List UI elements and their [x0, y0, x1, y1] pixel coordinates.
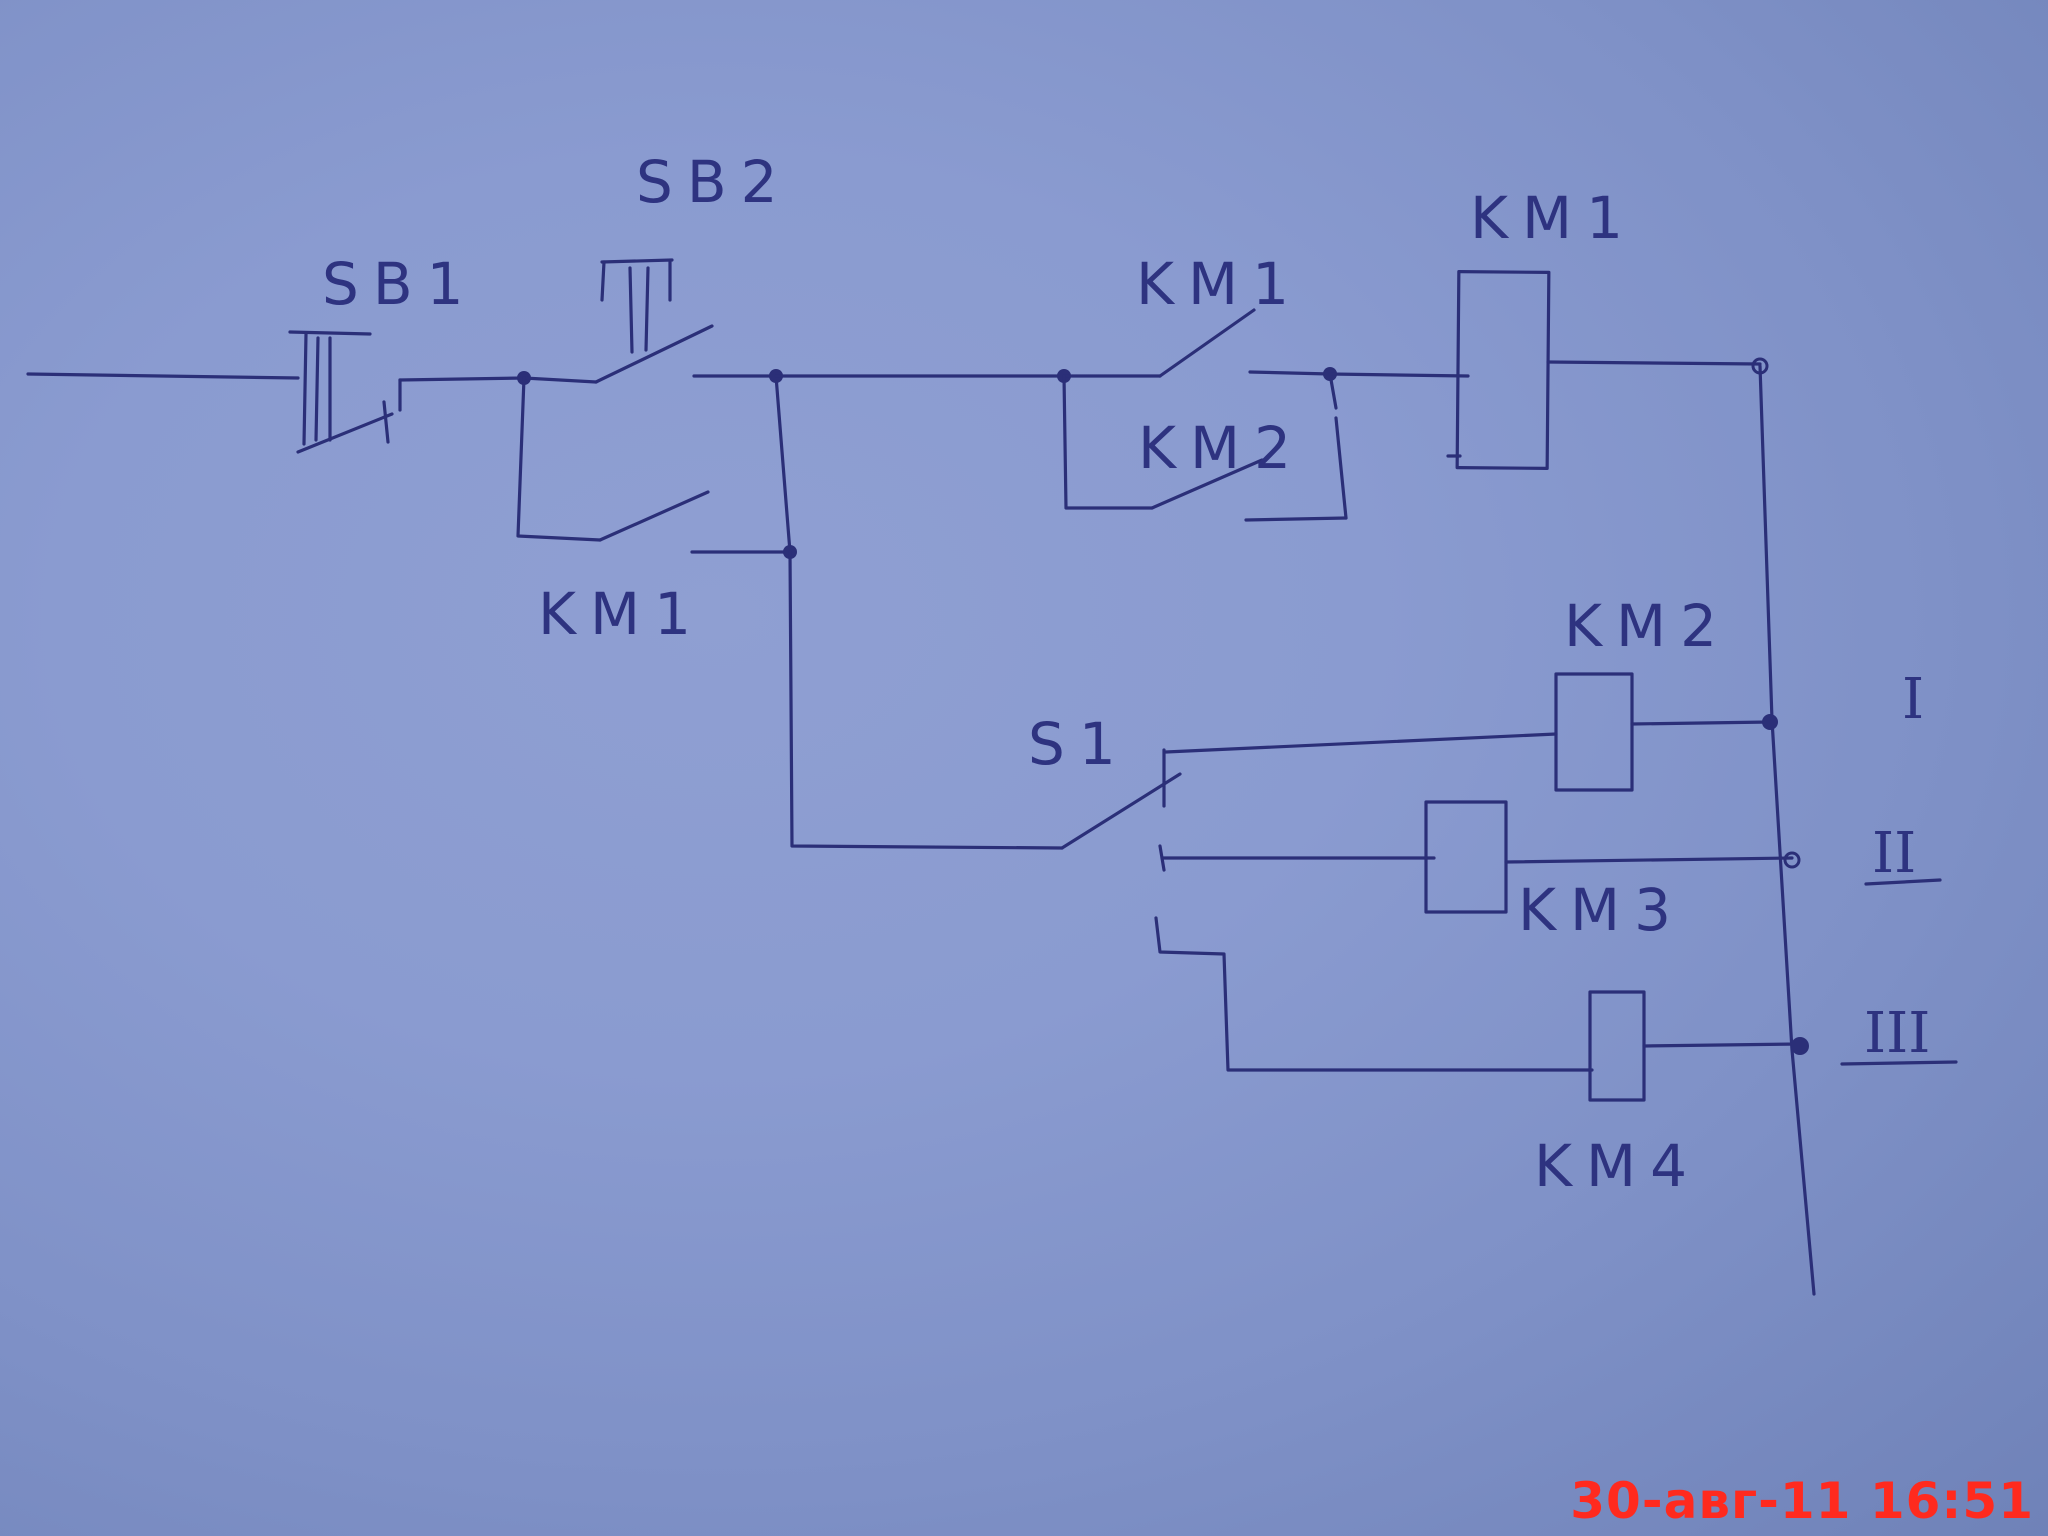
km2-coil: [1554, 672, 1772, 792]
km1-holding-contact: [516, 374, 792, 554]
position-2-bar: [1864, 878, 1942, 886]
label-position-3: III: [1864, 1001, 1930, 1066]
position-3-bar: [1840, 1060, 1958, 1066]
label-position-1: I: [1902, 667, 1924, 732]
km1-coil: [1328, 270, 1762, 470]
node-ii: [1783, 851, 1801, 869]
label-km3-coil: KM3: [1518, 876, 1685, 944]
label-km1-contact: KM1: [1136, 250, 1303, 318]
s1-selector: [1060, 732, 1594, 1072]
sb1-pushbutton: [288, 330, 526, 454]
label-km1-coil: KM1: [1470, 184, 1637, 252]
label-km4-coil: KM4: [1534, 1132, 1701, 1200]
node-i: [1762, 714, 1778, 730]
km4-coil: [1588, 990, 1802, 1102]
label-s1: S1: [1028, 710, 1130, 778]
label-km1-holding: KM1: [538, 580, 705, 648]
km2-contact: [1062, 372, 1348, 522]
label-km2-contact: KM2: [1138, 414, 1305, 482]
km1-contact: [1062, 308, 1332, 378]
label-km2-coil: KM2: [1564, 592, 1731, 660]
label-sb2: SB2: [636, 148, 792, 216]
sb2-pushbutton: [522, 258, 778, 384]
label-sb1: SB1: [322, 250, 478, 318]
camera-timestamp: 30-авг-11 16:51: [1570, 1472, 2034, 1530]
node-iii: [1791, 1037, 1809, 1055]
s1-feed-wire: [788, 550, 1064, 850]
input-wire: [26, 372, 300, 380]
km3-coil: [1424, 800, 1794, 914]
return-bus: [1758, 364, 1816, 1296]
label-position-2: II: [1872, 821, 1916, 886]
